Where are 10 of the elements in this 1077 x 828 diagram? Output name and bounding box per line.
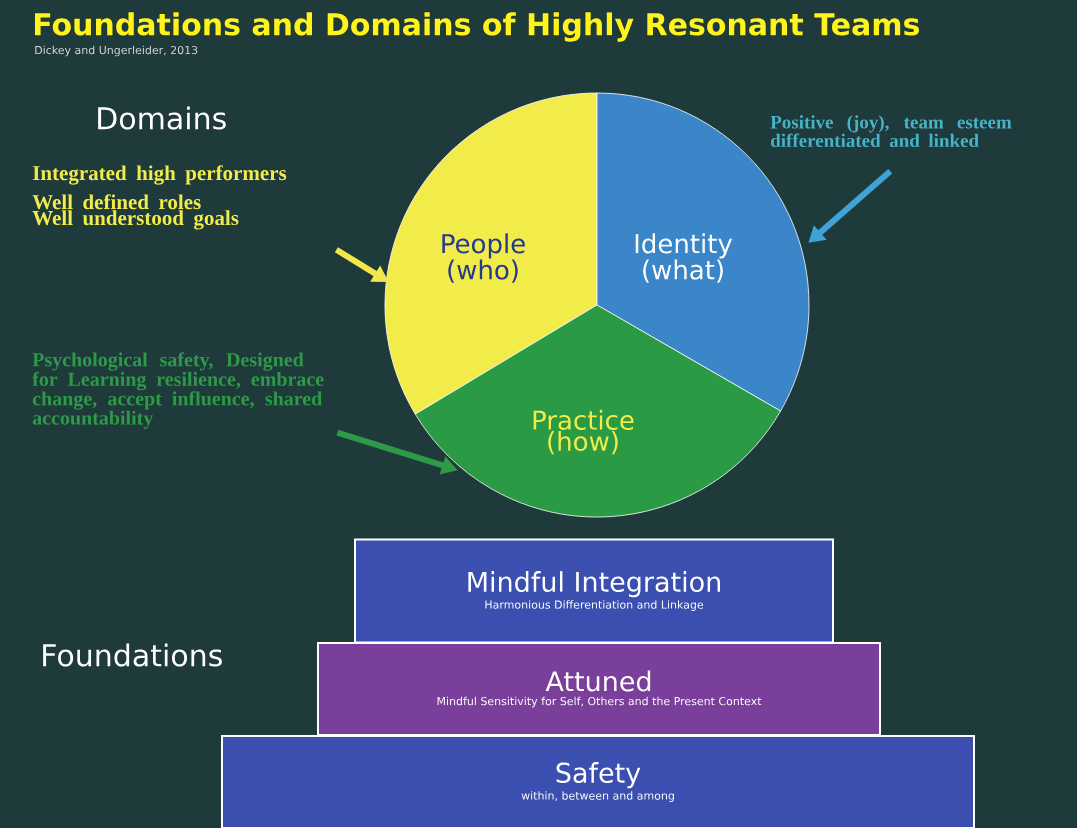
annotation-text: Psychological safety, Designed for Learning resilience, embrace change, accept influence, shared accountability: [32, 352, 324, 429]
foundation-block: Mindful Integration Harmonious Differentiation and Linkage: [354, 538, 834, 644]
annotation-text: Integrated high performers Well defined roles Well understood goals: [32, 165, 287, 230]
foundation-block: Safety within, between and among: [221, 735, 975, 828]
pie-wedge: Practice (how): [414, 304, 781, 518]
section-heading: Domains: [98, 106, 226, 130]
section-heading: Foundations: [43, 643, 222, 667]
citation: Dickey and Ungerleider, 2013: [35, 45, 198, 57]
title: Foundations and Domains of Highly Resonant Teams: [34, 12, 919, 42]
foundation-block: Attuned Mindful Sensitivity for Self, Others and the Present Context: [317, 642, 881, 736]
